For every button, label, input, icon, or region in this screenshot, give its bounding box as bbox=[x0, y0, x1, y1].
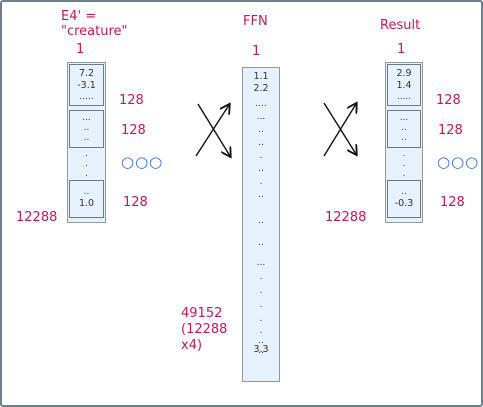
left-vector-column: 7.2 -3.1 ..... ... .. .. . . . .. 1.0 bbox=[67, 62, 106, 223]
left-vector-block-top: 7.2 -3.1 ..... bbox=[69, 64, 104, 106]
ffn-value: . bbox=[259, 326, 263, 336]
ffn-value: ... bbox=[256, 258, 266, 268]
ffn-value: .. bbox=[258, 138, 264, 148]
ffn-value: . bbox=[259, 177, 263, 187]
ffn-value: .. bbox=[258, 336, 264, 346]
ffn-title: FFN bbox=[243, 14, 268, 29]
left-value: -3.1 bbox=[77, 80, 96, 91]
ffn-value: .. bbox=[258, 346, 264, 356]
left-value: .. bbox=[83, 133, 90, 143]
ffn-value: ... bbox=[256, 112, 266, 122]
ffn-value: .. bbox=[258, 238, 264, 248]
result-value: -0.3 bbox=[394, 198, 414, 209]
ffn-value: .. bbox=[258, 190, 264, 200]
result-value: .. bbox=[401, 187, 407, 197]
ffn-value: .. bbox=[258, 164, 264, 174]
result-value: 1.4 bbox=[396, 80, 412, 91]
ffn-height-label-line1: 49152 bbox=[181, 306, 223, 321]
left-value: ... bbox=[82, 113, 91, 123]
result-value: .. bbox=[401, 123, 407, 133]
result-vector-block-bottom: .. -0.3 bbox=[387, 180, 421, 218]
result-vector-block-2: ... .. .. bbox=[387, 110, 421, 148]
left-vector-title-line1: E4' = bbox=[61, 9, 97, 24]
result-vector-width-label: 1 bbox=[397, 42, 406, 57]
ffn-value: 3.3 bbox=[253, 344, 269, 355]
result-block-label: 128 bbox=[440, 195, 465, 210]
left-vector-height-label: 12288 bbox=[16, 210, 58, 225]
result-vector-column: 2.9 1.4 ..... ... .. .. . . . .. -0.3 bbox=[385, 62, 423, 223]
ffn-value: . bbox=[259, 272, 263, 282]
ellipsis-icon: ○○○ bbox=[121, 153, 164, 171]
transform-arrows-icon bbox=[195, 98, 240, 163]
left-vector-block-bottom: .. 1.0 bbox=[69, 180, 104, 218]
result-value: 2.9 bbox=[396, 68, 412, 79]
result-value: . bbox=[402, 169, 406, 179]
result-value: . bbox=[402, 159, 406, 169]
ffn-value: . bbox=[259, 286, 263, 296]
left-value: .. bbox=[83, 187, 90, 197]
result-value: ..... bbox=[396, 92, 412, 102]
ffn-height-label-line3: x4) bbox=[181, 338, 203, 353]
left-value: 7.2 bbox=[78, 68, 95, 79]
left-block-label: 128 bbox=[119, 93, 144, 108]
left-value: .. bbox=[83, 123, 90, 133]
ffn-value: . bbox=[259, 314, 263, 324]
ffn-value: 1.1 bbox=[253, 71, 269, 82]
ffn-value: .. bbox=[258, 216, 264, 226]
result-vector-title: Result bbox=[380, 18, 421, 33]
ffn-width-label: 1 bbox=[252, 44, 261, 59]
left-vector-title-line2: "creature" bbox=[61, 24, 128, 39]
ffn-value: . bbox=[259, 151, 263, 161]
left-block-label: 128 bbox=[121, 123, 146, 138]
ellipsis-icon: ○○○ bbox=[437, 153, 480, 171]
left-value: . bbox=[85, 149, 88, 159]
ffn-value: .. bbox=[258, 125, 264, 135]
result-value: ... bbox=[399, 113, 409, 123]
left-vector-block-2: ... .. .. bbox=[69, 110, 104, 148]
left-value: . bbox=[85, 159, 88, 169]
result-value: .. bbox=[401, 133, 407, 143]
ffn-value: . bbox=[259, 300, 263, 310]
result-vector-block-top: 2.9 1.4 ..... bbox=[387, 64, 421, 106]
ffn-value: .... bbox=[255, 99, 267, 109]
result-value: . bbox=[402, 149, 406, 159]
left-block-label: 128 bbox=[123, 195, 148, 210]
left-value: 1.0 bbox=[78, 198, 95, 209]
ffn-height-label-line2: (12288 bbox=[181, 322, 228, 337]
result-block-label: 128 bbox=[436, 93, 461, 108]
ffn-value: 2.2 bbox=[253, 83, 269, 94]
result-block-label: 128 bbox=[438, 123, 463, 138]
result-vector-height-label: 12288 bbox=[325, 210, 367, 225]
left-value: . bbox=[85, 169, 88, 179]
transform-arrows-icon bbox=[323, 98, 368, 163]
left-vector-width-label: 1 bbox=[76, 42, 85, 57]
left-value: ..... bbox=[79, 92, 94, 102]
